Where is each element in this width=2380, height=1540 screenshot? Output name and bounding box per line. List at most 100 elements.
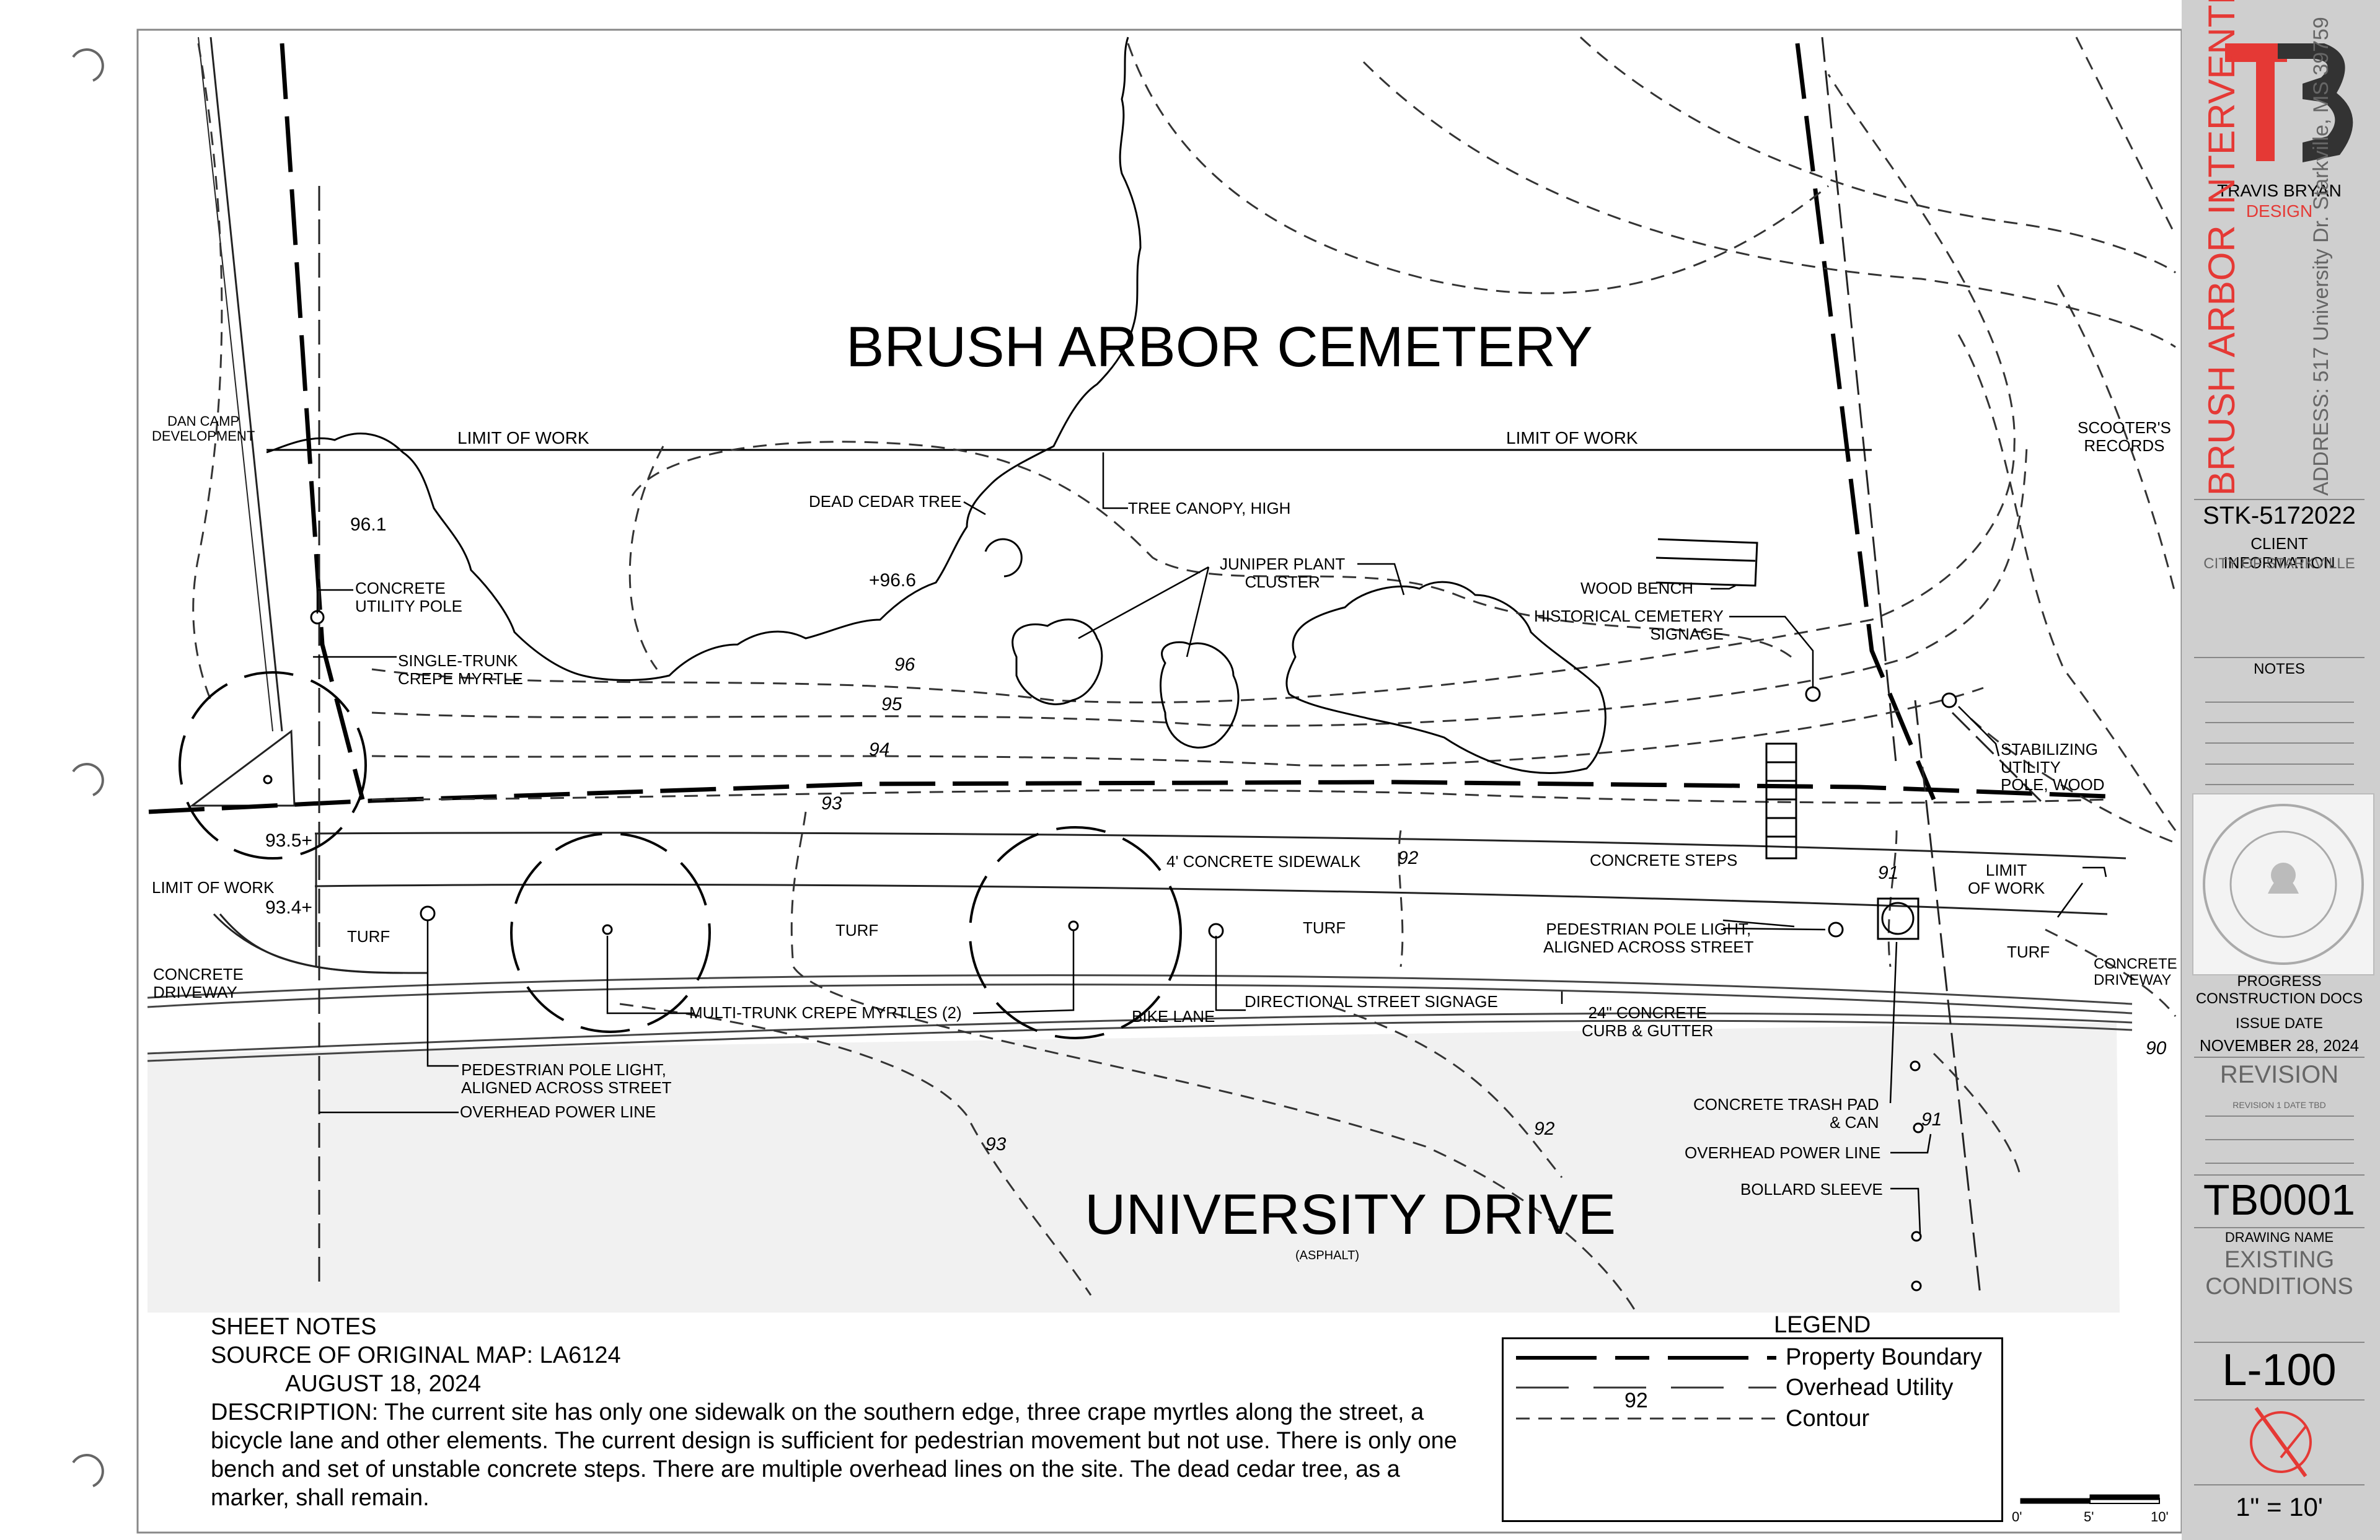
overhead-utility [318,37,2047,1296]
notes-label: NOTES [2254,661,2305,677]
revision-note: REVISION 1 DATE TBD [2232,1100,2326,1110]
sheet-notes-heading: SHEET NOTES [211,1314,377,1340]
crepe-myrtle-canopies [178,671,1182,1039]
label-turf-1: TURF [347,927,390,946]
drawing-scale: 1" = 10' [2236,1492,2323,1521]
issue-date: NOVEMBER 28, 2024 [2199,1036,2360,1055]
label-limit-of-work-west: LIMIT OF WORK [152,878,275,897]
contour-label: 94 [869,739,890,760]
juniper-clusters [1011,581,1606,774]
label-turf-2: TURF [835,921,879,939]
legend-item-overhead-utility: Overhead Utility [1786,1375,1954,1401]
label-driveway-right: CONCRETE DRIVEWAY [2094,956,2177,989]
contour-label: 93 [985,1134,1007,1155]
property-boundary [148,43,2108,814]
spot-elevation: +96.6 [869,570,916,591]
drawing-name: EXISTING CONDITIONS [2205,1247,2353,1300]
street-surface [148,1023,2120,1313]
project-phase: PROGRESS CONSTRUCTION DOCS [2195,973,2363,1007]
wood-bench [1655,538,1758,587]
label-stabilizing-pole: STABILIZING UTILITY POLE, WOOD [2001,740,2105,794]
spot-elevation: 93.4+ [265,897,312,918]
contour-label: 91 [1878,863,1899,883]
contour-label: 95 [881,694,902,715]
legend-item-property-boundary: Property Boundary [1786,1344,1982,1370]
label-concrete-steps: CONCRETE STEPS [1590,851,1738,869]
issue-date-label: ISSUE DATE [2236,1015,2323,1032]
drawing-name-label: DRAWING NAME [2224,1230,2334,1245]
sheet-notes-description: DESCRIPTION: The current site has only o… [211,1399,1457,1511]
client-label: CLIENT INFORMATION [2223,534,2335,572]
label-ped-light-right: PEDESTRIAN POLE LIGHT, ALIGNED ACROSS ST… [1543,920,1754,956]
firm-logo [2225,43,2353,162]
project-address: ADDRESS: 517 University Dr. Starkville, … [2309,17,2333,496]
point-symbols [263,610,1957,1291]
revision-label: REVISION [2219,1061,2339,1088]
binder-holes [72,48,104,1487]
scale-tick: 10' [2151,1509,2169,1525]
label-overhead-power-left: OVERHEAD POWER LINE [460,1102,656,1121]
west-edge [209,37,283,732]
street-surface-note: (ASPHALT) [1295,1249,1359,1262]
label-turf-4: TURF [2007,943,2050,961]
professional-seal [2192,793,2374,975]
legend-title: LEGEND [1774,1312,1871,1338]
project-name: BRUSH ARBOR INTERVENTION [2201,0,2242,496]
contour-lines [192,36,2177,1313]
label-juniper: JUNIPER PLANT CLUSTER [1220,555,1346,591]
label-dead-cedar: DEAD CEDAR TREE [809,492,962,511]
scale-tick: 0' [2012,1509,2022,1525]
legend-box: Property Boundary Overhead Utility Conto… [1502,1337,2003,1522]
label-directional-signage: DIRECTIONAL STREET SIGNAGE [1245,992,1498,1011]
label-bike-lane: BIKE LANE [1132,1007,1215,1026]
contour-label: 92 [1534,1119,1555,1139]
label-overhead-power-right: OVERHEAD POWER LINE [1685,1143,1881,1162]
label-historical-signage: HISTORICAL CEMETERY SIGNAGE [1534,607,1724,643]
label-trash-pad: CONCRETE TRASH PAD & CAN [1693,1095,1879,1132]
firm-name: TRAVIS BRYAN [2217,181,2342,200]
label-tree-canopy: TREE CANOPY, HIGH [1128,499,1291,517]
label-single-crepe: SINGLE-TRUNK CREPE MYRTLE [398,651,523,688]
client-name: CITY OF STARKVILLE [2203,555,2355,572]
canopy-outline [631,441,1792,658]
sheet-number: L-100 [2222,1345,2337,1395]
label-bollard: BOLLARD SLEEVE [1740,1180,1883,1199]
trash-pad [1877,897,1919,940]
label-multi-crepe: MULTI-TRUNK CREPE MYRTLES (2) [689,1003,962,1022]
firm-sub: DESIGN [2246,201,2313,221]
driveway-left [219,913,428,974]
legend-sample-contour: 92 [1624,1389,1648,1412]
street-title: UNIVERSITY DRIVE [1085,1183,1616,1246]
label-limit-of-work-east: LIMIT OF WORK [1968,861,2045,897]
site-title: BRUSH ARBOR CEMETERY [846,315,1593,379]
scale-bar [2020,1494,2160,1504]
label-limit-of-work-north-left: LIMIT OF WORK [457,428,589,447]
label-sidewalk: 4' CONCRETE SIDEWALK [1166,852,1361,871]
concrete-steps [1765,742,1797,860]
label-driveway-left: CONCRETE DRIVEWAY [153,965,244,1001]
contour-label: 92 [1398,848,1419,868]
label-turf-3: TURF [1303,918,1346,937]
sheet-notes-date: AUGUST 18, 2024 [285,1371,482,1397]
label-ped-light-left: PEDESTRIAN POLE LIGHT, ALIGNED ACROSS ST… [461,1060,672,1097]
project-number: STK-5172022 [2203,502,2356,529]
sheet-notes: SHEET NOTES SOURCE OF ORIGINAL MAP: LA61… [211,1313,1500,1512]
contour-label: 93 [821,793,842,814]
spot-elevation: 93.5+ [265,830,312,851]
label-wood-bench: WOOD BENCH [1580,579,1693,597]
sheet-notes-source: SOURCE OF ORIGINAL MAP: LA6124 [211,1342,621,1368]
spot-elevation: 96.1 [350,514,387,535]
drawing-id: TB0001 [2203,1176,2356,1224]
contour-label: 91 [1921,1109,1942,1130]
contour-label: 96 [894,654,915,675]
label-dan-camp: DAN CAMP DEVELOPMENT [152,413,255,444]
label-limit-of-work-north-right: LIMIT OF WORK [1506,428,1638,447]
title-block: TRAVIS BRYAN DESIGN BRUSH ARBOR INTERVEN… [2182,0,2380,1540]
label-concrete-utility-pole: CONCRETE UTILITY POLE [355,579,462,615]
label-curb-gutter: 24" CONCRETE CURB & GUTTER [1582,1003,1714,1040]
north-arrow-icon [2250,1407,2312,1477]
legend-item-contour: Contour [1786,1406,1870,1432]
street-lines [147,974,2133,1062]
